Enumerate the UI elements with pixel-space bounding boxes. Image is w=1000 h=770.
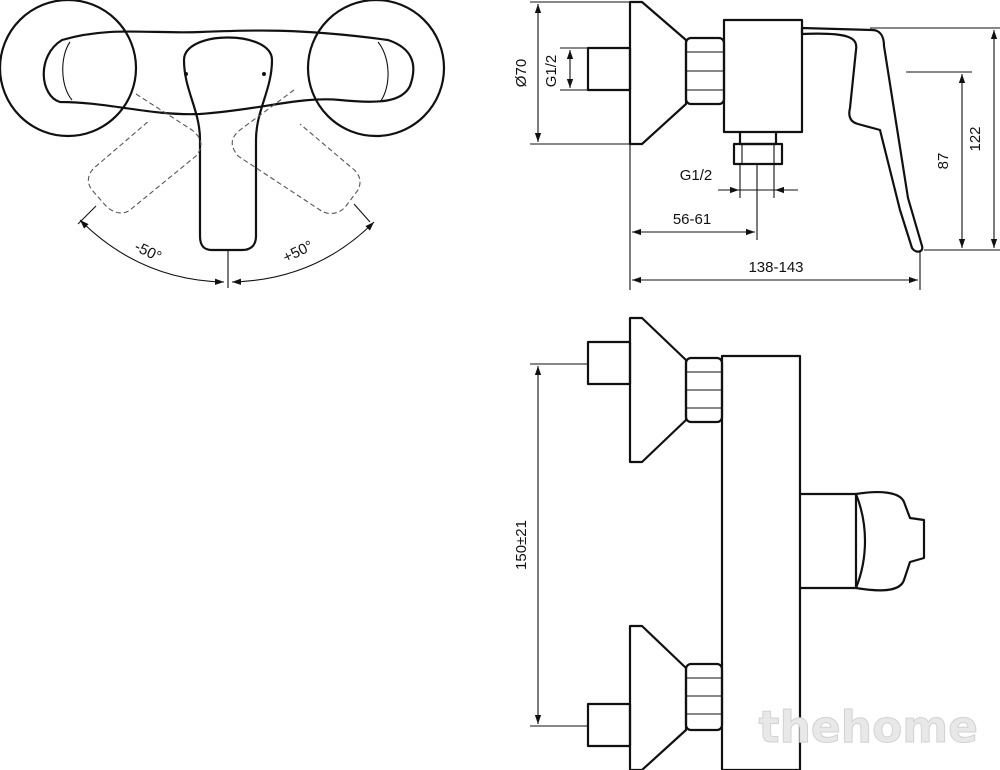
lever-height-label: 87 <box>935 153 952 170</box>
side-rosette <box>628 0 688 146</box>
lever-handle-top <box>182 36 274 252</box>
outlet-offset-label: 56-61 <box>673 211 711 228</box>
side-outlet-stub <box>738 130 778 146</box>
inlet-thread-label: G1/2 <box>543 55 560 88</box>
lever-rotated-left-ghost <box>87 93 202 214</box>
total-height-label: 122 <box>967 126 984 151</box>
diameter-label: Ø70 <box>513 59 530 87</box>
angle-right-arc <box>231 221 375 285</box>
mixer-body-top <box>42 29 415 116</box>
lever-right-dot <box>262 72 266 76</box>
left-wall-rosette <box>0 0 138 138</box>
angle-left-arc <box>79 219 225 285</box>
outlet-thread-label: G1/2 <box>680 167 713 184</box>
front-lower-inlet <box>586 702 632 748</box>
front-lower-rosette <box>628 624 688 770</box>
front-view: 150±21 <box>513 316 926 770</box>
lever-rotated-right-ghost <box>231 89 361 215</box>
front-lever-cap <box>854 491 926 592</box>
centers-label: 150±21 <box>513 520 530 570</box>
side-outlet-thread <box>732 142 784 166</box>
side-view: Ø70 G1/2 G1/2 56-61 138-143 87 122 <box>513 0 1000 290</box>
right-body-detail <box>377 41 389 103</box>
top-view: -50° +50° <box>0 0 446 288</box>
side-mixer-body <box>722 18 804 134</box>
side-inlet-pipe <box>586 46 632 92</box>
left-body-detail <box>62 41 73 101</box>
total-depth-label: 138-143 <box>748 259 803 276</box>
front-upper-rosette <box>628 316 688 464</box>
side-lever <box>800 26 924 253</box>
front-lever-base <box>798 492 858 590</box>
lever-left-dot <box>184 72 188 76</box>
front-upper-inlet <box>586 340 632 386</box>
watermark: thehome <box>759 702 978 753</box>
front-lower-nut <box>684 662 724 732</box>
right-angle-ext <box>353 203 371 223</box>
angle-right-label: +50° <box>280 237 316 266</box>
right-wall-rosette <box>306 0 446 138</box>
front-mixer-body <box>720 354 802 770</box>
